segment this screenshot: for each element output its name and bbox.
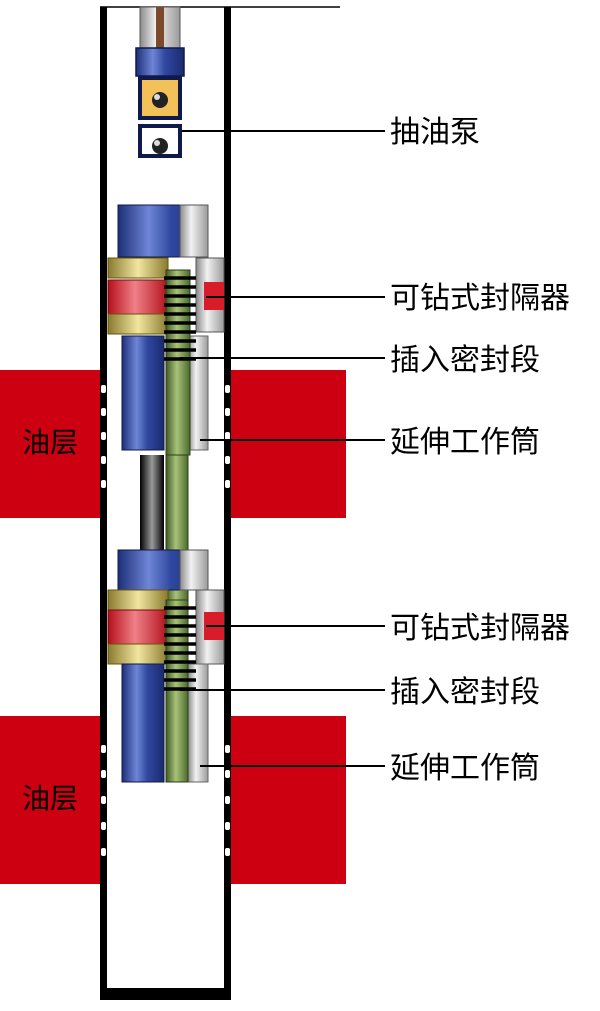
perforations-lower xyxy=(101,745,230,856)
upper-packer-rubber xyxy=(107,279,169,315)
label-pump: 抽油泵 xyxy=(390,115,480,150)
oil-layer-lower-left xyxy=(0,716,100,884)
oil-layer-lower xyxy=(0,716,346,884)
upper-seal-rings xyxy=(164,276,196,361)
oil-layer-upper-left xyxy=(0,370,100,518)
pump-ball-lower xyxy=(152,138,168,154)
zone-label-lower: 油层 xyxy=(22,782,78,815)
upper-slips-bottom xyxy=(107,313,169,335)
lower-mandrel xyxy=(121,663,165,783)
lower-slips-bottom xyxy=(107,643,169,665)
pump-barrel-upper xyxy=(135,47,185,77)
label-seal-upper: 插入密封段 xyxy=(390,343,540,378)
upper-slips-top xyxy=(107,257,169,279)
oil-layer-upper xyxy=(0,370,346,518)
casing-right-wall xyxy=(224,7,231,1000)
label-extension-upper: 延伸工作筒 xyxy=(390,425,540,460)
oil-pump xyxy=(135,6,185,158)
upper-inner-tube xyxy=(165,269,191,456)
pump-ball-upper xyxy=(152,92,168,108)
lower-slips-top xyxy=(107,589,169,611)
oil-layer-lower-right xyxy=(231,716,346,884)
label-extension-lower: 延伸工作筒 xyxy=(390,751,540,786)
oil-layer-upper-right xyxy=(231,370,346,518)
zone-label-upper: 油层 xyxy=(22,426,78,459)
connecting-tube xyxy=(140,455,164,550)
upper-packer-assembly xyxy=(107,204,225,456)
lower-packer-assembly xyxy=(107,549,225,783)
leader-lines xyxy=(180,130,385,767)
casing-bottom xyxy=(100,988,231,1000)
label-packer-lower: 可钻式封隔器 xyxy=(390,611,570,646)
casing xyxy=(100,7,231,1000)
label-seal-lower: 插入密封段 xyxy=(390,675,540,710)
label-packer-upper: 可钻式封隔器 xyxy=(390,281,570,316)
upper-extension-sleeve xyxy=(187,335,209,451)
upper-mandrel xyxy=(121,335,165,451)
perforations-upper xyxy=(101,385,230,488)
lower-packer-rubber xyxy=(107,609,169,645)
casing-left-wall xyxy=(100,7,107,1000)
